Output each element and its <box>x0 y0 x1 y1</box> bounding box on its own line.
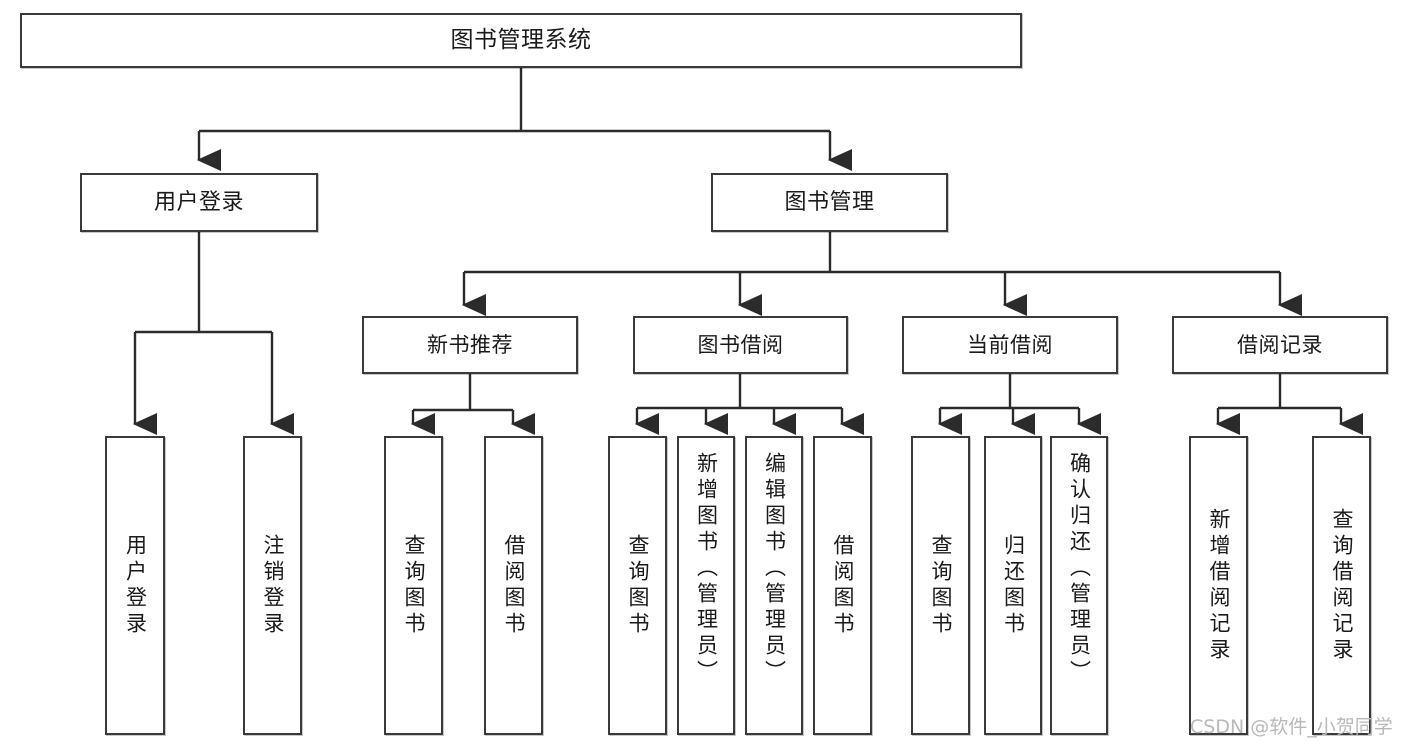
node-label: 查询图书 <box>929 533 953 638</box>
node-leaf-query-book-2[interactable]: 查询图书 <box>608 436 667 735</box>
node-label: 确认归还（管理员） <box>1067 452 1092 686</box>
node-label: 查询图书 <box>626 533 650 638</box>
node-leaf-add-record[interactable]: 新增借阅记录 <box>1189 436 1248 735</box>
node-label: 用户登录 <box>153 189 244 215</box>
node-new-book-recommend[interactable]: 新书推荐 <box>362 316 578 374</box>
node-user-login[interactable]: 用户登录 <box>80 173 318 232</box>
node-leaf-query-record[interactable]: 查询借阅记录 <box>1312 436 1371 735</box>
node-label: 借阅记录 <box>1237 332 1323 357</box>
node-leaf-query-book-1[interactable]: 查询图书 <box>384 436 443 735</box>
node-leaf-return-book[interactable]: 归还图书 <box>984 436 1042 735</box>
node-leaf-logout[interactable]: 注销登录 <box>243 436 302 735</box>
node-label: 注销登录 <box>261 533 285 638</box>
node-label: 新增图书（管理员） <box>694 452 719 686</box>
node-label: 借阅图书 <box>831 533 855 638</box>
node-label: 编辑图书（管理员） <box>762 452 787 686</box>
node-label: 当前借阅 <box>967 332 1053 357</box>
node-label: 图书管理系统 <box>450 27 592 54</box>
node-leaf-confirm-return[interactable]: 确认归还（管理员） <box>1050 436 1108 735</box>
watermark-text: CSDN @软件_小贺同学 <box>1190 716 1393 738</box>
node-current-borrow[interactable]: 当前借阅 <box>902 316 1118 374</box>
node-leaf-query-book-3[interactable]: 查询图书 <box>911 436 970 735</box>
node-label: 借阅图书 <box>502 533 526 638</box>
node-label: 图书管理 <box>784 189 875 215</box>
node-leaf-borrow-book-2[interactable]: 借阅图书 <box>813 436 872 735</box>
node-label: 查询借阅记录 <box>1330 507 1354 664</box>
node-label: 用户登录 <box>123 533 148 638</box>
node-label: 新增借阅记录 <box>1207 507 1231 664</box>
node-label: 新书推荐 <box>427 332 513 357</box>
node-label: 图书借阅 <box>697 332 784 357</box>
node-leaf-borrow-book-1[interactable]: 借阅图书 <box>484 436 543 735</box>
node-label: 查询图书 <box>402 533 426 638</box>
node-leaf-user-login[interactable]: 用户登录 <box>105 436 165 735</box>
node-label: 归还图书 <box>1001 533 1026 638</box>
node-leaf-add-book[interactable]: 新增图书（管理员） <box>677 436 735 735</box>
node-book-manage[interactable]: 图书管理 <box>711 173 948 232</box>
node-borrow-record[interactable]: 借阅记录 <box>1172 316 1388 374</box>
node-root[interactable]: 图书管理系统 <box>20 13 1022 68</box>
node-book-borrow[interactable]: 图书借阅 <box>633 316 848 374</box>
node-leaf-edit-book[interactable]: 编辑图书（管理员） <box>745 436 803 735</box>
